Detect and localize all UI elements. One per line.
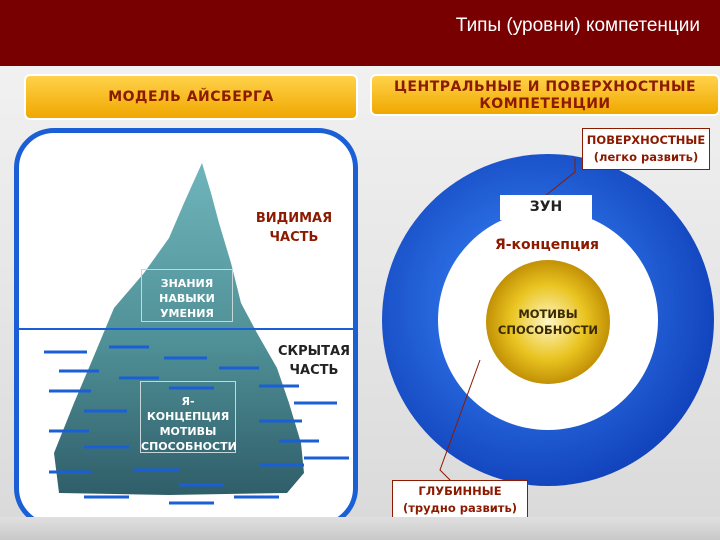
slide-title: Типы (уровни) компетенции [455, 15, 700, 36]
core-motives-abilities [486, 260, 610, 384]
self-concept-label: Я-концепция [494, 237, 600, 253]
visible-part-label: ВИДИМАЯ ЧАСТЬ [255, 211, 333, 245]
hidden-part-label: СКРЫТАЯ ЧАСТЬ [277, 344, 351, 378]
deep-competence-note: ГЛУБИННЫЕ (трудно развить) [392, 480, 528, 518]
self-concept-motives-box: Я-КОНЦЕПЦИЯ МОТИВЫ СПОСОБНОСТИ [140, 381, 237, 453]
knowledge-skills-box: ЗНАНИЯ НАВЫКИ УМЕНИЯ [141, 269, 233, 322]
iceberg-panel: ВИДИМАЯ ЧАСТЬ СКРЫТАЯ ЧАСТЬ ЗНАНИЯ НАВЫК… [14, 128, 358, 528]
heading-line-1: ЦЕНТРАЛЬНЫЕ И ПОВЕРХНОСТНЫЕ [393, 79, 697, 95]
heading-line-2: КОМПЕТЕНЦИИ [479, 96, 611, 112]
iceberg-drawing [19, 163, 353, 505]
core-label: МОТИВЫ СПОСОБНОСТИ [497, 307, 599, 337]
header-bar: Типы (уровни) компетенции [0, 0, 720, 66]
surface-competence-note: ПОВЕРХНОСТНЫЕ (легко развить) [582, 128, 710, 170]
water-waves [44, 345, 349, 505]
iceberg-model-heading: МОДЕЛЬ АЙСБЕРГА [24, 74, 358, 120]
competence-types-heading: ЦЕНТРАЛЬНЫЕ И ПОВЕРХНОСТНЫЕ КОМПЕТЕНЦИИ [370, 74, 720, 116]
footer-strip [0, 517, 720, 540]
zun-label: ЗУН [500, 195, 592, 220]
surface-pointer-line [539, 158, 576, 201]
